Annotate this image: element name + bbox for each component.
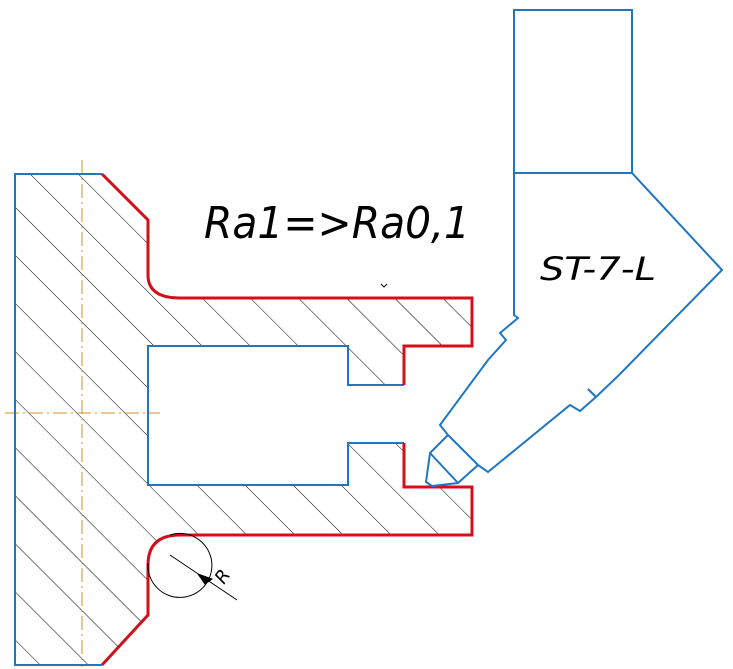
part-left-outline — [14, 173, 102, 666]
insert-line-2 — [429, 452, 459, 484]
tool-tick — [587, 388, 597, 398]
machined-contour-top — [100, 172, 474, 385]
radius-dimension — [147, 532, 238, 601]
cutting-tool — [424, 9, 724, 488]
machined-contour-bottom — [100, 443, 474, 667]
small-mark — [380, 283, 388, 288]
tool-shank — [513, 9, 633, 174]
insert-line-1 — [447, 434, 479, 466]
tool-label: ST-7-L — [540, 250, 656, 288]
tool-body — [424, 172, 724, 488]
roughness-annotation: Ra1=>Ra0,1 — [204, 198, 470, 249]
bore-outline — [147, 345, 404, 486]
part-section-hatch — [15, 174, 472, 665]
